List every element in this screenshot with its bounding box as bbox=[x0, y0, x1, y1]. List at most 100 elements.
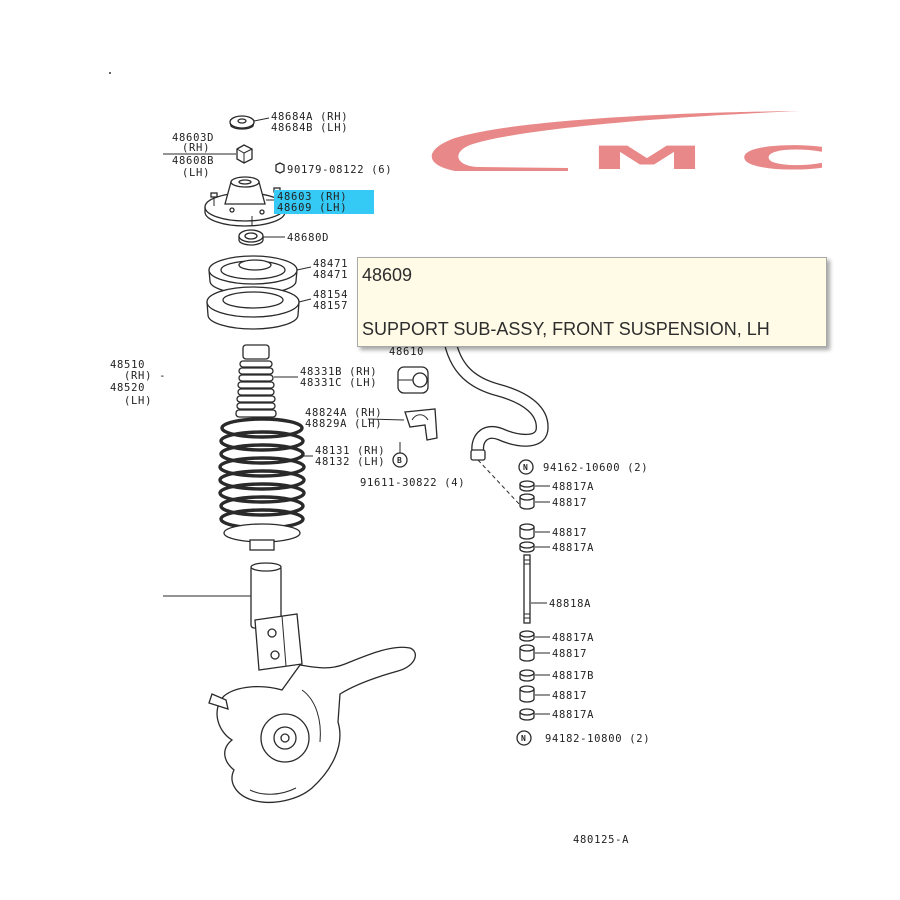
callout-bracket-lh[interactable]: 48829A (LH) bbox=[305, 418, 382, 430]
bumper-collar bbox=[242, 344, 270, 360]
insulator-hole bbox=[238, 259, 272, 271]
callout-link-rod[interactable]: 48818A bbox=[549, 598, 591, 610]
callout-link-10[interactable]: 48817A bbox=[552, 709, 594, 721]
small-bolt-head bbox=[275, 162, 285, 174]
leader-top-cap bbox=[253, 117, 270, 122]
callout-support-rh[interactable]: 48603 (RH) bbox=[277, 191, 347, 203]
callout-link-7[interactable]: 48817 bbox=[552, 648, 587, 660]
callout-upper-left-2[interactable]: (RH) bbox=[182, 142, 210, 154]
coil-turn-6 bbox=[218, 482, 306, 504]
bearing-hole bbox=[244, 232, 258, 240]
link-item-2 bbox=[519, 493, 535, 510]
link-dashed-line bbox=[477, 459, 522, 507]
callout-support-lh[interactable]: 48609 (LH) bbox=[277, 202, 347, 214]
bearing-part bbox=[238, 229, 264, 246]
strut-bracket bbox=[254, 613, 303, 671]
support-bolt-hole-2 bbox=[259, 209, 265, 215]
callout-strut-3[interactable]: 48520 bbox=[110, 382, 145, 394]
stabilizer-bracket-loop bbox=[411, 414, 429, 421]
link-rod bbox=[523, 554, 531, 624]
stabilizer-bushing-part bbox=[397, 366, 429, 394]
callout-bracket-bolt[interactable]: 91611-30822 (4) bbox=[360, 477, 465, 489]
callout-link-6[interactable]: 48817A bbox=[552, 632, 594, 644]
callout-spring-seat-1[interactable]: 48154 bbox=[313, 289, 348, 301]
link-item-6-top bbox=[519, 630, 535, 638]
figure-number: 480125-A bbox=[573, 834, 629, 846]
callout-spring-lh[interactable]: 48132 (LH) bbox=[315, 456, 385, 468]
part-tooltip: 48609 SUPPORT SUB-ASSY, FRONT SUSPENSION… bbox=[357, 257, 827, 347]
link-item-2-top bbox=[519, 493, 535, 501]
callout-bumper-rh[interactable]: 48331B (RH) bbox=[300, 366, 377, 378]
stabilizer-bracket-part bbox=[404, 408, 438, 441]
top-cap-part bbox=[229, 115, 255, 130]
link-item-4 bbox=[519, 541, 535, 553]
link-item-4-top bbox=[519, 541, 535, 549]
link-bottom-nut-marker[interactable]: N bbox=[521, 734, 526, 743]
link-item-10-top bbox=[519, 708, 535, 716]
callout-link-1[interactable]: 48817A bbox=[552, 481, 594, 493]
coil-turn-7 bbox=[219, 495, 305, 517]
link-bottom-nut-circle bbox=[516, 730, 532, 746]
callout-link-top-nut[interactable]: 94162-10600 (2) bbox=[543, 462, 648, 474]
stabilizer-bracket-body bbox=[404, 408, 438, 441]
callout-link-bottom-nut[interactable]: 94182-10800 (2) bbox=[545, 733, 650, 745]
callout-link-2[interactable]: 48817 bbox=[552, 497, 587, 509]
callout-spring-seat-2[interactable]: 48157 bbox=[313, 300, 348, 312]
callout-top-cap-lh[interactable]: 48684B (LH) bbox=[271, 122, 348, 134]
link-item-9 bbox=[519, 685, 535, 703]
stabilizer-bar-body bbox=[442, 329, 548, 453]
coil-seat bbox=[223, 523, 301, 543]
callout-stabilizer-bar[interactable]: 48610 bbox=[389, 346, 424, 358]
support-hole bbox=[238, 179, 252, 185]
callout-upper-left-3[interactable]: 48608B bbox=[172, 155, 214, 167]
bumper-rib-5 bbox=[237, 388, 275, 396]
callout-bearing[interactable]: 48680D bbox=[287, 232, 329, 244]
link-item-3-top bbox=[519, 523, 535, 531]
callout-link-8[interactable]: 48817B bbox=[552, 670, 594, 682]
insulator-part bbox=[208, 255, 298, 295]
link-top-nut: N bbox=[518, 459, 534, 475]
callout-top-cap-rh[interactable]: 48684A (RH) bbox=[271, 111, 348, 123]
link-top-nut-marker[interactable]: N bbox=[523, 463, 528, 472]
link-item-1-top bbox=[519, 480, 535, 488]
callout-strut-1[interactable]: 48510 bbox=[110, 359, 145, 371]
link-item-3 bbox=[519, 523, 535, 540]
strut-bracket-hole-2 bbox=[270, 650, 280, 660]
callout-bracket-rh[interactable]: 48824A (RH) bbox=[305, 407, 382, 419]
steering-knuckle-part bbox=[208, 646, 416, 803]
callout-upper-left-1[interactable]: 48603D bbox=[172, 132, 214, 144]
callout-nut-bolt[interactable]: 90179-08122 (6) bbox=[287, 164, 392, 176]
link-item-10 bbox=[519, 708, 535, 721]
link-item-8-top bbox=[519, 669, 535, 677]
leader-spring-seat bbox=[298, 298, 312, 303]
stabilizer-bar-end bbox=[470, 449, 486, 461]
leader-insulator bbox=[296, 266, 312, 271]
callout-link-9[interactable]: 48817 bbox=[552, 690, 587, 702]
bolt-marker-letter[interactable]: B bbox=[397, 456, 402, 465]
callout-insulator-1[interactable]: 48471 bbox=[313, 258, 348, 270]
callout-spring-rh[interactable]: 48131 (RH) bbox=[315, 445, 385, 457]
callout-insulator-2[interactable]: 48471 bbox=[313, 269, 348, 281]
callout-strut-4[interactable]: (LH) bbox=[124, 395, 152, 407]
shock-absorber-part bbox=[250, 562, 303, 671]
coil-spring-part bbox=[218, 417, 306, 551]
bumper-rib-2 bbox=[238, 367, 274, 375]
bumper-rib-7 bbox=[236, 402, 276, 410]
link-item-8 bbox=[519, 669, 535, 682]
callout-link-4[interactable]: 48817A bbox=[552, 542, 594, 554]
callout-upper-left-4[interactable]: (LH) bbox=[182, 167, 210, 179]
link-item-1 bbox=[519, 480, 535, 492]
suspension-support-part bbox=[204, 176, 286, 227]
coil-turn-1 bbox=[220, 417, 304, 439]
callout-bumper-lh[interactable]: 48331C (LH) bbox=[300, 377, 377, 389]
callout-strut-2[interactable]: (RH) - bbox=[124, 370, 166, 382]
coil-turn-5 bbox=[218, 469, 306, 491]
bumper-rib-3 bbox=[238, 374, 274, 382]
hex-nut-part bbox=[236, 144, 253, 164]
small-bolt-part bbox=[275, 162, 285, 174]
top-cap-center bbox=[237, 118, 247, 124]
link-item-9-top bbox=[519, 685, 535, 693]
callout-link-3[interactable]: 48817 bbox=[552, 527, 587, 539]
knuckle-hub-center bbox=[280, 733, 290, 743]
